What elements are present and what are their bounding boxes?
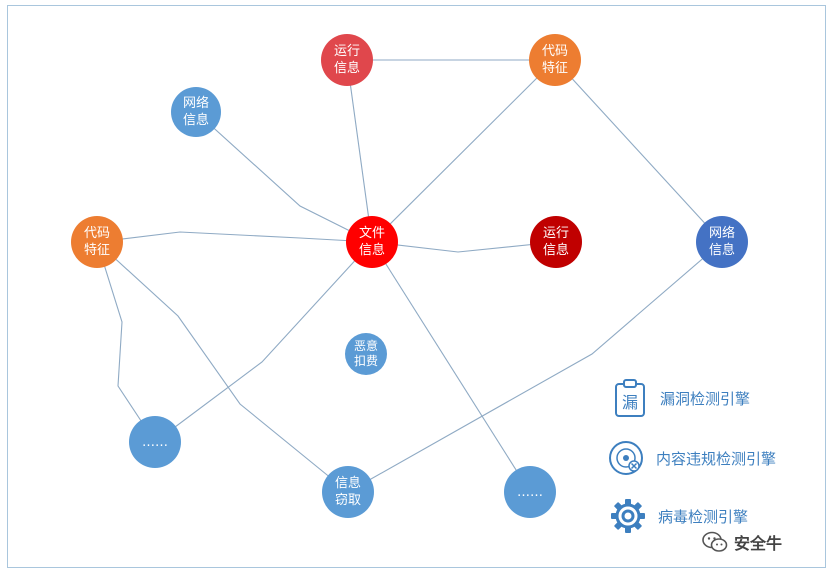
node-label: …… [142, 434, 168, 450]
edge-wangluo-right-xinxi-qiequ [347, 241, 723, 493]
node-more-right: …… [504, 466, 556, 518]
watermark: 安全牛 [702, 530, 782, 554]
legend-item-neirong: 内容违规检测引擎 [606, 438, 776, 478]
gear-icon [611, 499, 645, 533]
edge-yunxing-top-wenjian-center [346, 59, 373, 243]
legend-item-bingdu: 病毒检测引擎 [608, 496, 748, 536]
legend-label: 病毒检测引擎 [658, 507, 749, 526]
edge-daima-left-more-left [96, 241, 156, 443]
edge-wangluo-left-wenjian-center [195, 111, 373, 243]
edge-wenjian-center-more-left [154, 241, 373, 443]
edge-daima-top-wenjian-center [371, 59, 556, 243]
node-xinxi-qiequ: 信息 窃取 [322, 466, 374, 518]
node-eyi: 恶意 扣费 [345, 333, 387, 375]
edge-wenjian-center-more-right [371, 241, 531, 493]
node-label: 文件 信息 [358, 226, 385, 258]
node-label: 代码 特征 [541, 44, 568, 76]
clipboard-glyph: 漏 [622, 393, 638, 412]
node-label: 运行 信息 [542, 226, 569, 258]
legend-item-loudong: 漏 漏洞检测引擎 [610, 378, 750, 418]
node-yunxing-top: 运行 信息 [321, 34, 373, 86]
diagram-frame [7, 5, 826, 568]
wechat-icon [702, 531, 728, 552]
node-label: 恶意 扣费 [353, 339, 378, 368]
edge-daima-left-wenjian-center [96, 231, 373, 243]
node-label: 运行 信息 [333, 44, 360, 76]
node-label: 信息 窃取 [334, 476, 361, 508]
node-label: 网络 信息 [182, 96, 209, 128]
node-yunxing-right: 运行 信息 [530, 216, 582, 268]
legend-label: 漏洞检测引擎 [660, 389, 751, 408]
node-label: 代码 特征 [83, 226, 110, 258]
legend-label: 内容违规检测引擎 [656, 449, 777, 468]
edge-wenjian-center-yunxing-right [371, 241, 557, 253]
node-label: …… [517, 484, 543, 500]
watermark-label: 安全牛 [734, 534, 783, 553]
node-wangluo-right: 网络 信息 [696, 216, 748, 268]
clipboard-loudong-icon: 漏 [615, 379, 645, 417]
node-daima-left: 代码 特征 [71, 216, 123, 268]
node-daima-top: 代码 特征 [529, 34, 581, 86]
node-label: 网络 信息 [708, 226, 735, 258]
node-more-left: …… [129, 416, 181, 468]
edge-daima-left-xinxi-qiequ [96, 241, 349, 493]
node-wangluo-left: 网络 信息 [171, 87, 221, 137]
disc-scan-icon [609, 441, 643, 475]
node-wenjian-center: 文件 信息 [346, 216, 398, 268]
edge-daima-top-wangluo-right [554, 59, 723, 243]
